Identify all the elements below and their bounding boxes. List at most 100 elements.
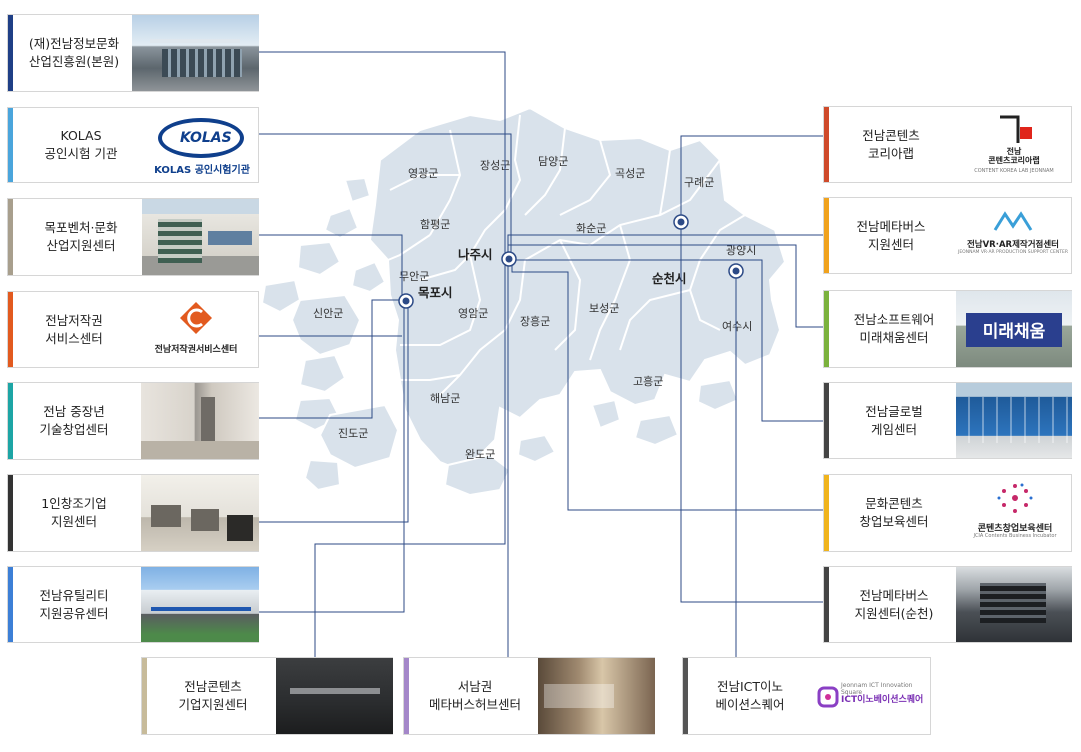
line-jipa	[259, 51, 506, 258]
region-hampyeong: 함평군	[420, 218, 450, 231]
card-kolas[interactable]: KOLAS 공인시험 기관 KOLAS KOLAS 공인시험기관	[7, 107, 259, 183]
card-label: 1인창조기업 지원센터	[41, 496, 107, 529]
card-senior[interactable]: 전남 중장년 기술창업센터	[7, 382, 259, 460]
node-gwangyang	[728, 263, 744, 279]
card-bar	[8, 199, 13, 275]
card-bar	[824, 475, 829, 551]
content-korea-logo: 전남 콘텐츠코리아랩 CONTENT KOREA LAB JEONNAM	[964, 113, 1064, 177]
card-bar	[683, 658, 688, 734]
line-culture-content	[511, 260, 823, 511]
map-nodes	[398, 214, 744, 309]
card-content-korea[interactable]: 전남콘텐츠 코리아랩 전남 콘텐츠코리아랩 CONTENT KOREA LAB …	[823, 106, 1072, 183]
region-mokpo: 목포시	[418, 285, 453, 300]
card-utility[interactable]: 전남유틸리티 지원공유센터	[7, 566, 259, 643]
card-bar	[8, 567, 13, 642]
line-utility	[259, 300, 405, 613]
card-copyright[interactable]: 전남저작권 서비스센터 전남저작권서비스센터	[7, 291, 259, 368]
card-label: 전남유틸리티 지원공유센터	[39, 587, 109, 621]
card-label: (재)전남정보문화 산업진흥원(본원)	[28, 36, 120, 69]
line-senior	[259, 299, 406, 419]
card-ict-inno[interactable]: 전남ICT이노 베이션스퀘어 Jeonnam ICT Innovation Sq…	[682, 657, 931, 735]
card-global-game[interactable]: 전남글로벌 게임센터	[823, 382, 1072, 459]
line-content-korea	[680, 135, 823, 222]
card-label: 서남권 메타버스허브센터	[428, 679, 521, 712]
card-oneperson[interactable]: 1인창조기업 지원센터	[7, 474, 259, 552]
incubator-burst-icon	[997, 483, 1033, 513]
region-yeosu: 여수시	[722, 320, 752, 333]
card-label: 전남콘텐츠 코리아랩	[862, 127, 920, 161]
ict-square-icon	[817, 686, 839, 708]
card-label: 전남 중장년 기술창업센터	[39, 404, 109, 437]
region-hwasun: 화순군	[576, 222, 606, 235]
line-meta-center	[507, 234, 823, 258]
content-korea-logo-text: 전남 콘텐츠코리아랩	[988, 147, 1040, 165]
card-label: 목포벤처·문화 산업지원센터	[44, 220, 118, 253]
region-yeongam: 영암군	[458, 307, 488, 320]
connector-lines	[259, 51, 823, 657]
card-label: 문화콘텐츠 창업보육센터	[859, 496, 929, 529]
content-korea-mark-icon	[1000, 115, 1032, 143]
region-boseong: 보성군	[589, 302, 619, 315]
card-bar	[824, 198, 829, 273]
card-culture-content[interactable]: 문화콘텐츠 창업보육센터 콘텐츠창업보육센터 JCIA Contents Bus…	[823, 474, 1072, 552]
region-suncheon: 순천시	[652, 271, 687, 286]
region-haenam: 해남군	[430, 391, 460, 405]
node-gurye	[673, 214, 689, 230]
vr-ar-logo-text: 전남VR·AR제작거점센터	[966, 240, 1060, 250]
card-bar	[8, 108, 13, 182]
card-meta-suncheon[interactable]: 전남메타버스 지원센터(순천)	[823, 566, 1072, 643]
ict-logo-text: ICT이노베이션스퀘어	[841, 695, 924, 705]
region-naju: 나주시	[458, 247, 493, 262]
region-gwangyang: 광양시	[726, 244, 756, 257]
card-label: 전남소프트웨어 미래채움센터	[853, 312, 935, 345]
line-meta-suncheon	[680, 222, 823, 603]
region-yeonggwang: 영광군	[408, 167, 438, 180]
card-label: 전남메타버스 지원센터(순천)	[854, 587, 934, 621]
interior-photo	[538, 658, 655, 734]
building-photo	[276, 658, 393, 734]
ict-logo: Jeonnam ICT Innovation Square ICT이노베이션스퀘…	[811, 676, 927, 716]
card-bar	[142, 658, 147, 734]
region-damyang: 담양군	[538, 155, 568, 168]
card-bar	[824, 567, 829, 642]
card-bar	[404, 658, 409, 734]
card-seonam[interactable]: 서남권 메타버스허브센터	[403, 657, 655, 735]
kolas-ring-icon	[158, 118, 244, 158]
kolas-logo-text: KOLAS 공인시험기관	[154, 165, 250, 176]
card-label: 전남ICT이노 베이션스퀘어	[715, 679, 785, 712]
copyright-logo: 전남저작권서비스센터	[138, 298, 254, 362]
incubator-logo-sub: JCIA Contents Business Incubator	[973, 533, 1057, 539]
card-bar	[8, 15, 13, 91]
building-photo	[956, 567, 1072, 642]
region-jangseong: 장성군	[480, 159, 510, 172]
region-jindo: 진도군	[338, 427, 368, 440]
card-software[interactable]: 전남소프트웨어 미래채움센터 미래채움	[823, 290, 1072, 368]
incubator-logo: 콘텐츠창업보육센터 JCIA Contents Business Incubat…	[960, 481, 1070, 545]
building-photo	[141, 567, 259, 642]
copyright-logo-text: 전남저작권서비스센터	[154, 345, 238, 355]
region-wando: 완도군	[465, 448, 495, 461]
node-mokpo	[398, 293, 414, 309]
building-photo	[132, 15, 259, 91]
line-kolas	[259, 133, 512, 258]
ict-logo-sub: Jeonnam ICT Innovation Square	[841, 682, 913, 696]
content-korea-logo-sub: CONTENT KOREA LAB JEONNAM	[974, 168, 1054, 174]
card-bar	[824, 291, 829, 367]
card-label: 전남콘텐츠 기업지원센터	[178, 679, 248, 712]
card-bar	[824, 383, 829, 458]
card-bar	[8, 292, 13, 367]
card-meta-center[interactable]: 전남메타버스 지원센터 전남VR·AR제작거점센터 JEONNAM VR·AR …	[823, 197, 1072, 274]
line-oneperson	[259, 300, 409, 523]
line-mokpo-venture	[259, 234, 403, 300]
office-photo	[141, 383, 259, 459]
card-bar	[824, 107, 829, 182]
card-mokpo-venture[interactable]: 목포벤처·문화 산업지원센터	[7, 198, 259, 276]
vr-ar-logo-sub: JEONNAM VR·AR PRODUCTION SUPPORT CENTER	[958, 250, 1068, 255]
building-photo	[956, 383, 1072, 458]
card-jipa[interactable]: (재)전남정보문화 산업진흥원(본원)	[7, 14, 259, 92]
card-content-corp[interactable]: 전남콘텐츠 기업지원센터	[141, 657, 393, 735]
sign-photo: 미래채움	[956, 291, 1072, 367]
region-muan: 무안군	[399, 270, 429, 283]
card-label: 전남메타버스 지원센터	[856, 218, 926, 252]
